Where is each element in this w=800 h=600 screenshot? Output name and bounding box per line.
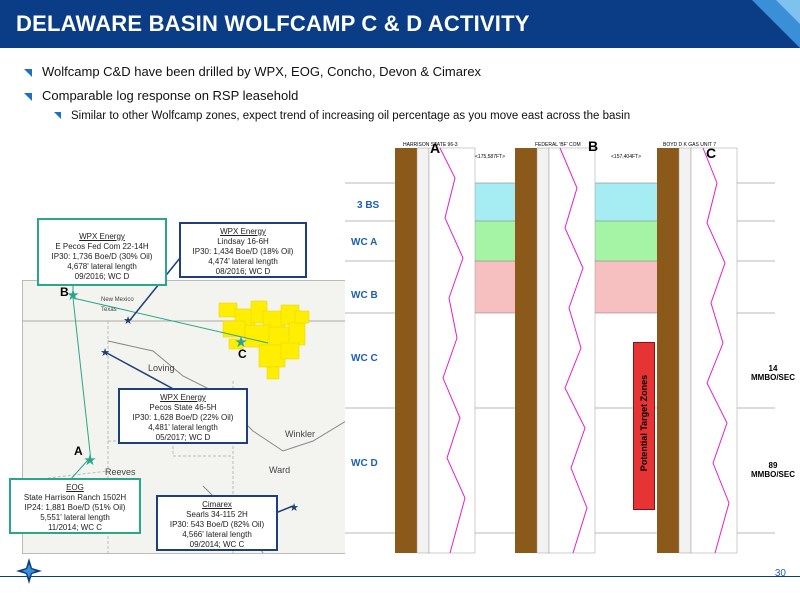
bullet-marker-icon	[54, 112, 61, 120]
bullet-marker-icon	[24, 68, 32, 77]
potential-target-zones-bar: Potential Target Zones	[633, 342, 655, 510]
point-c-star-icon: ★	[234, 334, 247, 351]
log-cross-section: HARRISON STATE 96-3 FEDERAL 'BF' COM BOY…	[345, 138, 775, 558]
callout-lateral: 4,566' lateral length	[182, 530, 252, 539]
resource-unit: MMBO/SEC	[751, 373, 795, 382]
callout-well: State Harrison Ranch 1502H	[23, 493, 127, 502]
well-marker-icon: ★	[100, 347, 110, 359]
callout-well: Lindsay 16-6H	[217, 237, 269, 246]
bullet-text: Wolfcamp C&D have been drilled by WPX, E…	[42, 64, 482, 79]
resource-value: 89	[768, 461, 778, 470]
bullet-2: Comparable log response on RSP leasehold	[24, 88, 298, 103]
log-letter-b: B	[588, 138, 599, 154]
callout-lateral: 5,551' lateral length	[40, 513, 110, 522]
callout-company: Cimarex	[202, 500, 232, 509]
title-bar: DELAWARE BASIN WOLFCAMP C & D ACTIVITY	[0, 0, 800, 48]
point-a-star-icon: ★	[83, 452, 96, 469]
resource-estimate-wc-c: 14 MMBO/SEC	[748, 364, 798, 382]
callout-date: 11/2014; WC C	[47, 523, 103, 532]
callout-date: 08/2016; WC D	[215, 267, 271, 276]
point-b-star-icon: ★	[66, 287, 79, 304]
page-title: DELAWARE BASIN WOLFCAMP C & D ACTIVITY	[16, 11, 530, 36]
callout-lateral: 4,678' lateral length	[67, 262, 137, 271]
bullet-text: Comparable log response on RSP leasehold	[42, 88, 299, 103]
well-marker-icon: ★	[123, 315, 133, 327]
map-label-ward: Ward	[269, 465, 291, 475]
zone-wc-b: WC B	[351, 290, 378, 301]
sub-bullet-text: Similar to other Wolfcamp zones, expect …	[71, 110, 631, 122]
zone-wc-d: WC D	[351, 458, 378, 469]
potential-target-zones-label: Potential Target Zones	[639, 374, 649, 472]
zone-wc-a: WC A	[351, 237, 378, 248]
callout-company: WPX Energy	[79, 232, 125, 241]
resource-value: 14	[768, 364, 778, 373]
callout-lateral: 4,481' lateral length	[148, 423, 218, 432]
callout-company: WPX Energy	[220, 227, 266, 236]
map-label-new-mexico: New Mexico	[101, 297, 134, 303]
callout-ip: IP30: 1,736 Boe/D (30% Oil)	[51, 252, 153, 261]
callout-well: E Pecos Fed Com 22-14H	[55, 242, 149, 251]
callout-well: Pecos State 46-5H	[149, 403, 217, 412]
callout-well: Searls 34-115 2H	[186, 510, 248, 519]
point-c-label: C	[238, 347, 247, 361]
point-a-label: A	[74, 444, 83, 458]
bullet-1: Wolfcamp C&D have been drilled by WPX, E…	[24, 64, 481, 79]
map-label-winkler: Winkler	[285, 429, 316, 439]
callout-lateral: 4,474' lateral length	[208, 257, 278, 266]
callout-date: 09/2016; WC D	[74, 272, 130, 281]
well-header-a: HARRISON STATE 96-3	[403, 142, 458, 148]
log-letter-a: A	[430, 140, 441, 156]
resource-unit: MMBO/SEC	[751, 470, 795, 479]
resource-estimate-wc-d: 89 MMBO/SEC	[748, 461, 798, 479]
callout-eog: EOG State Harrison Ranch 1502H IP24: 1,8…	[9, 478, 141, 534]
map-label-texas: Texas	[101, 307, 117, 313]
well-header-b: FEDERAL 'BF' COM	[535, 142, 581, 148]
page-number: 30	[774, 568, 786, 579]
distance-ab: <175,587FT>	[475, 154, 505, 160]
zone-wc-c: WC C	[351, 353, 378, 364]
callout-wpx-pecos-state: WPX Energy Pecos State 46-5H IP30: 1,628…	[118, 388, 248, 444]
sub-bullet: Similar to other Wolfcamp zones, expect …	[54, 110, 630, 122]
point-b-label: B	[60, 285, 69, 299]
map-label-reeves: Reeves	[105, 467, 136, 477]
zone-3bs: 3 BS	[357, 200, 380, 211]
callout-date: 05/2017; WC D	[155, 433, 211, 442]
callout-date: 09/2014; WC C	[189, 540, 245, 549]
well-header-c: BOYD D K GAS UNIT 7	[663, 142, 716, 148]
callout-company: WPX Energy	[160, 393, 206, 402]
bullet-marker-icon	[24, 92, 32, 101]
callout-wpx-e-pecos: WPX Energy E Pecos Fed Com 22-14H IP30: …	[37, 218, 167, 286]
callout-company: EOG	[66, 483, 84, 492]
callout-ip: IP24: 1,881 Boe/D (51% Oil)	[24, 503, 126, 512]
footer-rule	[0, 576, 800, 577]
well-marker-icon: ★	[289, 502, 299, 514]
callout-ip: IP30: 1,434 Boe/D (18% Oil)	[192, 247, 294, 256]
company-logo-icon	[16, 558, 42, 584]
distance-bc: <157,404FT>	[611, 154, 641, 160]
callout-ip: IP30: 1,628 Boe/D (22% Oil)	[132, 413, 234, 422]
header-corner-accent-light	[776, 0, 800, 24]
callout-cimarex: Cimarex Searls 34-115 2H IP30: 543 Boe/D…	[156, 495, 278, 551]
callout-ip: IP30: 543 Boe/D (82% Oil)	[169, 520, 265, 529]
callout-wpx-lindsay: WPX Energy Lindsay 16-6H IP30: 1,434 Boe…	[179, 222, 307, 278]
map-label-loving: Loving	[148, 363, 175, 373]
log-letter-c: C	[706, 145, 717, 161]
